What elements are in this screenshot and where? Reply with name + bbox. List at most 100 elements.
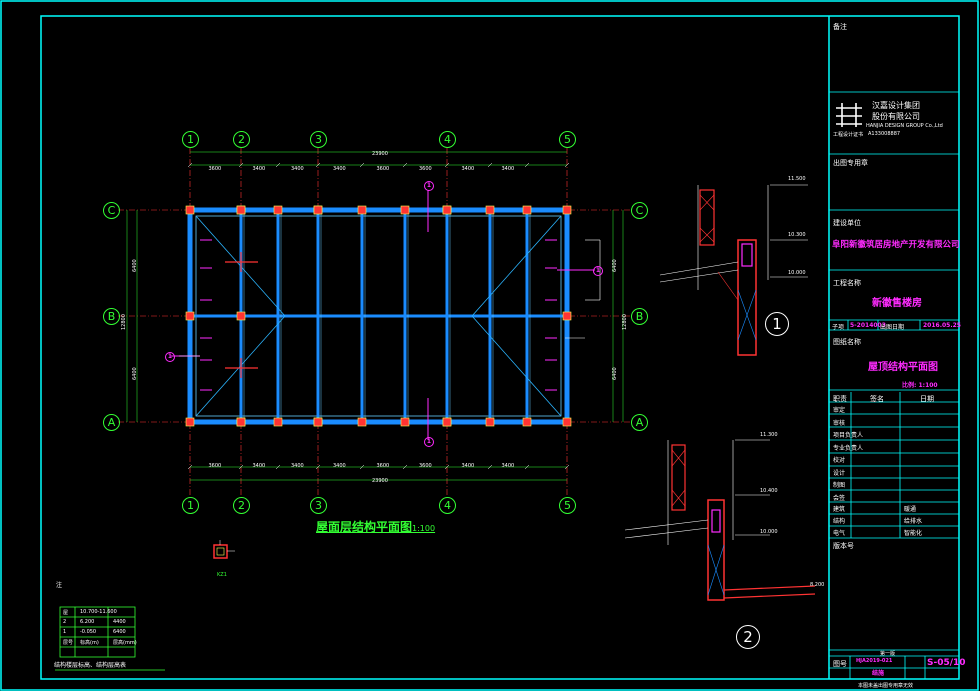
tb-sign-row-label: 审定 (833, 407, 846, 414)
d1-level-mid: 10.300 (788, 232, 806, 238)
tb-project-no-label: 子项 (832, 324, 845, 331)
elevation-table-frame (55, 606, 165, 671)
dimension-tick (359, 464, 365, 470)
bottom-span-dim: 3400 (252, 463, 266, 469)
bottom-span-dim: 3600 (419, 463, 432, 469)
drawing-title-scale: 1:100 (412, 524, 436, 533)
dimension-tick (275, 464, 281, 470)
dimension-tick (487, 464, 493, 470)
elevation-cell: 1 (63, 629, 67, 635)
column (562, 417, 572, 427)
d2-level-top: 11.300 (760, 432, 778, 438)
elevation-cell: 10.700-11.600 (80, 609, 117, 615)
section-detail-2 (624, 439, 816, 601)
inner-frame (40, 15, 960, 680)
right-dim-bc: 6400 (612, 259, 618, 272)
column (313, 417, 323, 427)
grid-axis-bottom-1: 1 (182, 497, 199, 514)
column (522, 205, 532, 215)
top-span-dim: 3400 (252, 166, 266, 172)
column (185, 311, 195, 321)
section-mark-bottom: 1 (424, 437, 434, 447)
d1-level-low: 10.000 (788, 270, 806, 276)
d2-level-mid: 10.400 (760, 488, 778, 494)
tb-owner-label: 建设单位 (833, 219, 861, 227)
detail-1-mark: 1 (765, 312, 789, 336)
dimension-tick (187, 162, 193, 168)
grid-axis-top-1: 1 (182, 131, 199, 148)
dimension-tick (187, 464, 193, 470)
tb-project-no: 5-2014003 (850, 322, 886, 329)
top-span-dim: 3400 (333, 166, 346, 172)
grid-axis-top-2: 2 (233, 131, 250, 148)
tb-sheet-no: S-05/10 (927, 658, 966, 668)
top-span-dim: 3600 (208, 166, 222, 172)
elevation-cell: 层号 (63, 640, 74, 646)
small-section-label: KZ1 (217, 572, 227, 578)
section-mark-right: 1 (593, 266, 603, 276)
tb-sheet-label: 第一版 (880, 651, 896, 657)
column (236, 417, 246, 427)
dimension-tick (564, 464, 570, 470)
tb-company-line2: 股份有限公司 (872, 112, 920, 121)
column (185, 205, 195, 215)
dimension-tick (564, 162, 570, 168)
elevation-cell: 标高(m) (80, 640, 99, 646)
elevation-cell: 4400 (113, 619, 126, 625)
column (522, 417, 532, 427)
column-section-detail (213, 540, 235, 559)
bottom-span-dim: 3600 (376, 463, 390, 469)
tb-footer: 本图未盖出图专用章无效 (858, 683, 914, 689)
tb-cosign-label: 建筑 (833, 506, 846, 513)
dimension-tick (487, 162, 493, 168)
bottom-span-dim: 3400 (461, 463, 475, 469)
dimension-tick (402, 162, 408, 168)
drawing-title: 屋面层结构平面图1:100 (316, 518, 435, 535)
bottom-total-dim: 23900 (372, 478, 388, 484)
dimension-tick (524, 162, 530, 168)
grid-axis-right-A: A (631, 414, 648, 431)
tb-cert-no: A133008887 (868, 131, 901, 137)
grid-axis-left-A: A (103, 414, 120, 431)
tb-project-label: 工程名称 (833, 279, 861, 287)
column (236, 205, 246, 215)
column (185, 417, 195, 427)
column (313, 205, 323, 215)
elevation-cell: -0.050 (80, 629, 97, 635)
tb-seal-label: 出图专用章 (833, 159, 868, 167)
grid-axis-bottom-3: 3 (310, 497, 327, 514)
left-dim-bc: 6400 (132, 259, 138, 272)
grid-axis-top-5: 5 (559, 131, 576, 148)
grid-axis-right-B: B (631, 308, 648, 325)
tb-sign-row-label: 专业负责人 (833, 444, 864, 452)
dimension-tick (315, 162, 321, 168)
left-dim-ab: 6400 (132, 367, 138, 380)
top-span-dim: 3400 (291, 166, 304, 172)
top-span-dim: 3600 (376, 166, 390, 172)
plan-view (118, 148, 632, 495)
tb-drawing-no: HJA2019-021 (856, 658, 893, 664)
column (442, 417, 452, 427)
column (236, 311, 246, 321)
tb-sign-row-label: 制图 (833, 482, 846, 489)
bottom-span-dim: 3400 (333, 463, 346, 469)
tb-drawing-name: 屋顶结构平面图 (868, 362, 938, 373)
tb-sign-row-label: 审核 (833, 419, 846, 427)
section-detail-1 (659, 184, 808, 356)
tb-sign-header-name: 签名 (870, 395, 884, 403)
top-span-dim: 3400 (501, 166, 515, 172)
dimension-tick (444, 162, 450, 168)
tb-version-label: 版本号 (833, 542, 854, 550)
column (400, 417, 410, 427)
column (357, 205, 367, 215)
elevation-cell: 屋 (63, 610, 69, 616)
tb-remark: 备注 (833, 23, 847, 31)
column (562, 205, 572, 215)
grid-axis-bottom-5: 5 (559, 497, 576, 514)
tb-discipline: 结施 (872, 670, 885, 677)
tb-cosign-label: 结构 (833, 518, 846, 525)
elevation-cell: 6400 (113, 629, 126, 635)
drawing-title-text: 屋面层结构平面图 (316, 520, 413, 534)
column (273, 417, 283, 427)
tb-cosign-label: 智能化 (904, 530, 923, 537)
